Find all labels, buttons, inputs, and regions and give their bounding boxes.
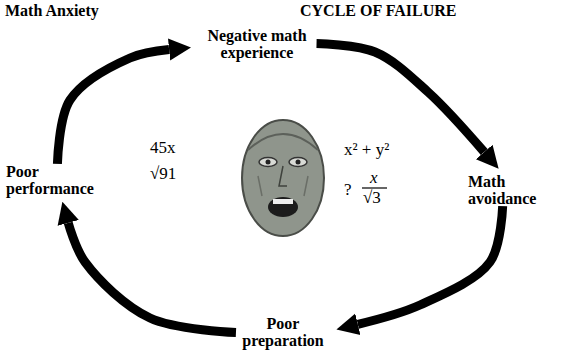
cycle-arrow xyxy=(68,223,236,333)
face-nose xyxy=(279,166,287,186)
cycle-arrow xyxy=(358,206,503,324)
cycle-stage: Math avoidance xyxy=(466,171,556,209)
stage-label: Poor preparation xyxy=(235,315,331,349)
stage-label: Poor performance xyxy=(6,163,110,197)
face-eye xyxy=(259,158,277,167)
math-expression: x² + y² xyxy=(344,140,389,159)
face-illustration xyxy=(242,120,387,236)
face-head xyxy=(242,120,324,236)
face-brow xyxy=(248,134,318,150)
face-teeth xyxy=(273,199,293,204)
cycle-stage: Poor preparation xyxy=(233,313,333,351)
math-expression: ? xyxy=(344,180,352,199)
connector-layer xyxy=(57,44,502,333)
cycle-stage: Negative math experience xyxy=(195,25,320,63)
face-eye xyxy=(289,158,307,167)
stage-label: Negative math experience xyxy=(197,27,318,61)
face-mouth xyxy=(268,197,298,217)
heading-label: Math Anxiety xyxy=(5,2,99,20)
face-cheek-line xyxy=(258,176,308,196)
face-pupil xyxy=(296,160,301,165)
math-expression: √91 xyxy=(150,164,176,183)
diagram-title: CYCLE OF FAILURE xyxy=(300,2,456,20)
math-expression: 45x xyxy=(150,138,176,157)
cycle-stage: Poor performance xyxy=(4,161,112,199)
cycle-arrow xyxy=(317,44,485,152)
stage-label: Math avoidance xyxy=(468,173,554,207)
math-expression: x xyxy=(370,168,378,187)
face-pupil xyxy=(266,160,271,165)
math-expression: √3 xyxy=(363,188,381,207)
